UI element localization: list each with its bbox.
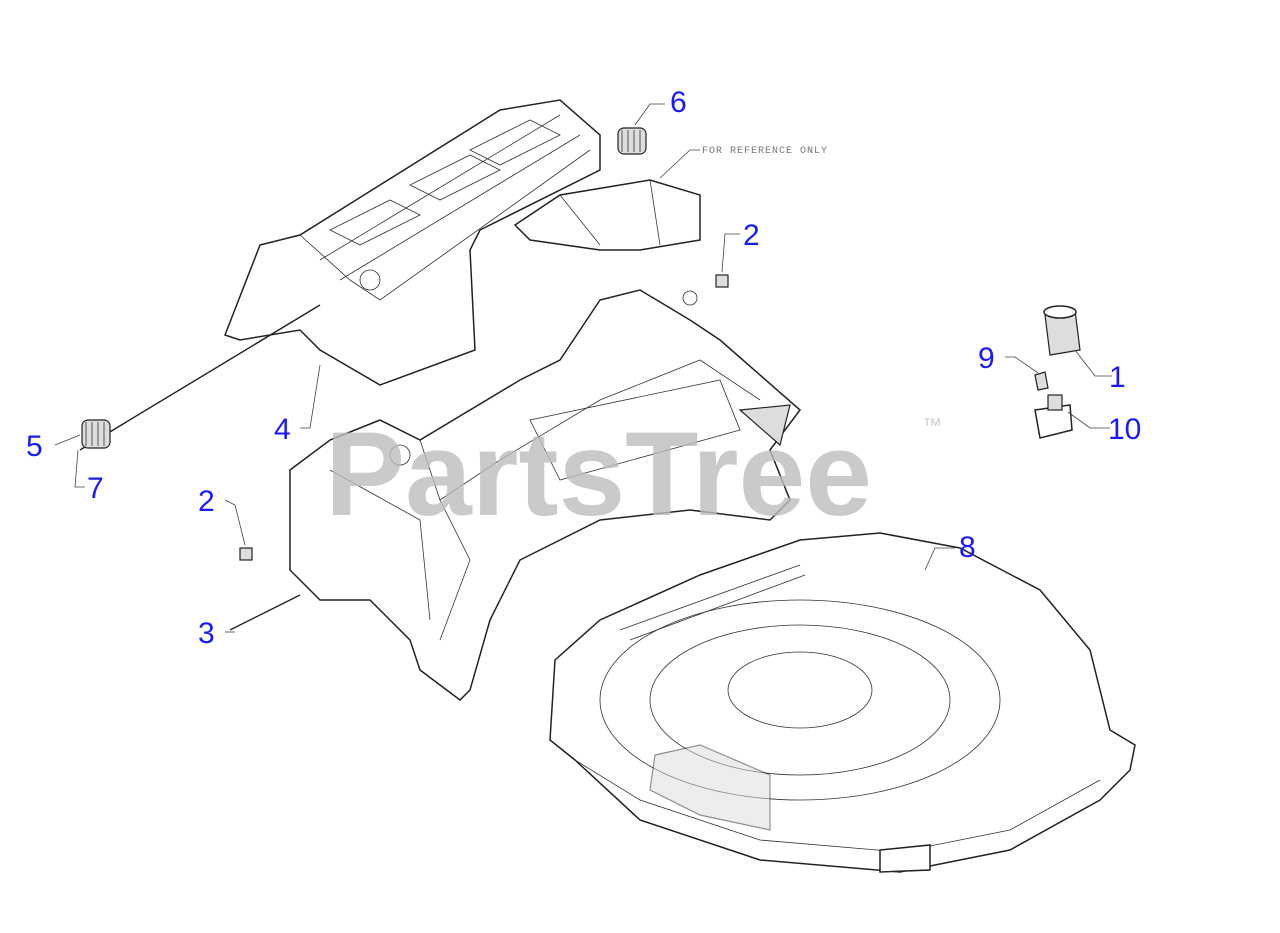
knob-part[interactable] xyxy=(1043,305,1081,356)
callout-7[interactable]: 7 xyxy=(87,472,104,505)
screw-part[interactable] xyxy=(229,594,301,631)
callout-2[interactable]: 2 xyxy=(743,219,760,252)
nut-part[interactable] xyxy=(239,547,253,561)
deck-part[interactable] xyxy=(549,532,1136,873)
callout-6[interactable]: 6 xyxy=(670,86,687,119)
callout-3[interactable]: 3 xyxy=(198,617,215,650)
spring-part[interactable] xyxy=(617,127,647,155)
watermark-text: PartsTree xyxy=(325,407,872,541)
knob-base-part[interactable] xyxy=(1034,394,1073,439)
callout-10[interactable]: 10 xyxy=(1108,413,1141,446)
rear-flap-part[interactable] xyxy=(224,99,601,386)
watermark-trademark: ™ xyxy=(922,415,942,437)
small-screw-part[interactable] xyxy=(1034,371,1049,391)
callout-8[interactable]: 8 xyxy=(959,531,976,564)
reference-cover-part xyxy=(513,179,701,251)
callout-5[interactable]: 5 xyxy=(26,430,43,463)
callout-9[interactable]: 9 xyxy=(978,342,995,375)
callout-4[interactable]: 4 xyxy=(274,413,291,446)
reference-note: FOR REFERENCE ONLY xyxy=(702,146,828,157)
rear-frame-part[interactable] xyxy=(289,289,802,701)
callout-2[interactable]: 2 xyxy=(198,485,215,518)
callout-1[interactable]: 1 xyxy=(1109,361,1126,394)
nut-part[interactable] xyxy=(715,274,729,288)
spring-part[interactable] xyxy=(81,419,111,449)
rod-part[interactable] xyxy=(79,304,321,451)
